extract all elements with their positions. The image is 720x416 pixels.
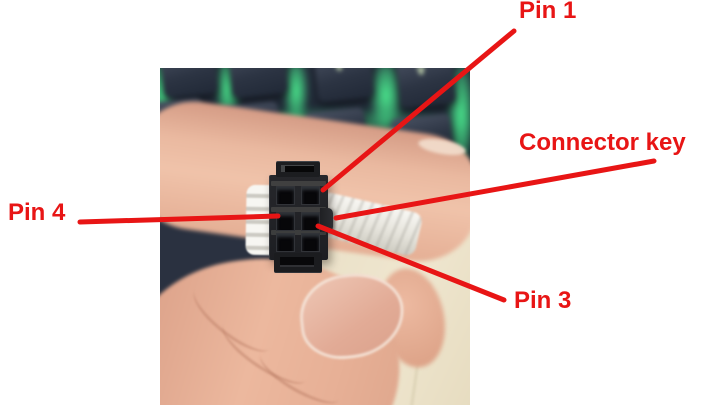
connector-housing bbox=[269, 160, 333, 275]
keycap-arrow-icon: ∨ bbox=[332, 68, 346, 75]
pin-socket-3 bbox=[301, 212, 320, 231]
pin-socket-2 bbox=[276, 186, 295, 205]
photo-image: ∨ ∨ bbox=[160, 68, 470, 405]
pin-socket-5 bbox=[301, 233, 320, 252]
pin1-label: Pin 1 bbox=[519, 0, 577, 24]
latch-slot bbox=[280, 257, 314, 267]
keycap-arrow-icon: ∨ bbox=[413, 68, 428, 80]
mold-band bbox=[271, 207, 326, 212]
connector-bottom-latch bbox=[274, 253, 322, 273]
latch-slot bbox=[281, 165, 314, 172]
pin-socket-4 bbox=[276, 212, 295, 231]
mold-band bbox=[271, 230, 326, 235]
keycap: ∨ bbox=[395, 68, 457, 109]
pin4-label: Pin 4 bbox=[8, 199, 66, 226]
connector-key-tab bbox=[320, 208, 333, 232]
pin-socket-1 bbox=[301, 186, 320, 205]
connector-key-label: Connector key bbox=[519, 129, 686, 156]
connector-top-latch bbox=[276, 161, 320, 177]
keycap: ∨ bbox=[313, 68, 375, 103]
mold-band bbox=[271, 181, 326, 186]
pin3-label: Pin 3 bbox=[514, 287, 572, 314]
pin-socket-6 bbox=[276, 233, 295, 252]
